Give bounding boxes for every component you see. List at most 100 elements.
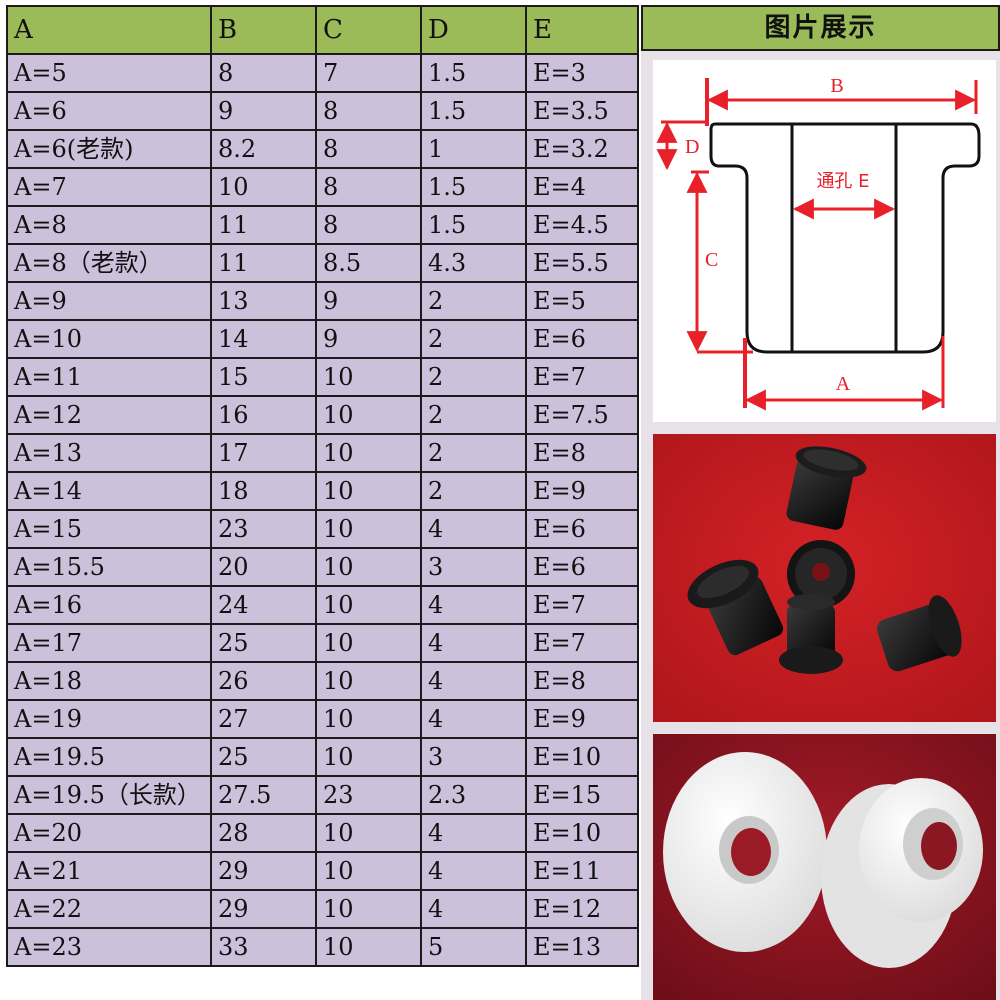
cell-d: 4.3 <box>420 243 527 283</box>
cell-e: E=15 <box>525 775 639 815</box>
cell-b: 25 <box>210 737 317 777</box>
cell-a: A=18 <box>6 661 212 701</box>
cell-d: 4 <box>420 851 527 891</box>
cell-c: 10 <box>315 737 422 777</box>
cell-b: 14 <box>210 319 317 359</box>
cell-d: 4 <box>420 623 527 663</box>
cell-d: 1.5 <box>420 205 527 245</box>
cell-e: E=6 <box>525 509 639 549</box>
black-bushings-photo <box>653 434 996 722</box>
cell-e: E=12 <box>525 889 639 929</box>
black-bushing-3 <box>787 540 855 608</box>
cell-c: 10 <box>315 357 422 397</box>
cell-a: A=15.5 <box>6 547 212 587</box>
black-bushing-2 <box>687 559 784 656</box>
cell-c: 10 <box>315 509 422 549</box>
cell-d: 1.5 <box>420 91 527 131</box>
cell-a: A=15 <box>6 509 212 549</box>
cell-e: E=9 <box>525 699 639 739</box>
cell-d: 2 <box>420 433 527 473</box>
dimension-label-d: D <box>685 136 699 158</box>
cell-c: 10 <box>315 851 422 891</box>
dimension-label-b: B <box>830 75 843 97</box>
cell-a: A=13 <box>6 433 212 473</box>
cell-b: 27.5 <box>210 775 317 815</box>
cell-a: A=11 <box>6 357 212 397</box>
cell-c: 8 <box>315 129 422 169</box>
cell-a: A=12 <box>6 395 212 435</box>
cell-c: 8 <box>315 205 422 245</box>
cell-a: A=16 <box>6 585 212 625</box>
cell-b: 11 <box>210 243 317 283</box>
cell-c: 9 <box>315 319 422 359</box>
column-header-b: B <box>210 5 317 55</box>
cell-b: 8 <box>210 53 317 93</box>
cell-a: A=10 <box>6 319 212 359</box>
cell-a: A=19 <box>6 699 212 739</box>
cell-e: E=8 <box>525 661 639 701</box>
cell-b: 24 <box>210 585 317 625</box>
cell-b: 29 <box>210 889 317 929</box>
table-header-row: A B C D E <box>6 5 639 55</box>
cell-c: 23 <box>315 775 422 815</box>
cell-e: E=7 <box>525 357 639 397</box>
cell-a: A=21 <box>6 851 212 891</box>
cell-c: 8 <box>315 91 422 131</box>
cell-a: A=9 <box>6 281 212 321</box>
cell-b: 26 <box>210 661 317 701</box>
cell-c: 7 <box>315 53 422 93</box>
cell-b: 25 <box>210 623 317 663</box>
cell-c: 9 <box>315 281 422 321</box>
cell-b: 17 <box>210 433 317 473</box>
cell-a: A=6 <box>6 91 212 131</box>
image-display-title: 图片展示 <box>641 5 1000 51</box>
cell-a: A=14 <box>6 471 212 511</box>
cell-e: E=5.5 <box>525 243 639 283</box>
cell-a: A=6(老款) <box>6 129 212 169</box>
cell-e: E=4 <box>525 167 639 207</box>
cell-d: 4 <box>420 813 527 853</box>
cell-d: 2 <box>420 319 527 359</box>
cell-e: E=6 <box>525 319 639 359</box>
cell-e: E=4.5 <box>525 205 639 245</box>
white-bushing-2 <box>821 778 983 968</box>
cell-c: 10 <box>315 661 422 701</box>
cell-c: 10 <box>315 433 422 473</box>
cell-c: 10 <box>315 471 422 511</box>
cell-e: E=3.5 <box>525 91 639 131</box>
cell-e: E=3 <box>525 53 639 93</box>
cell-e: E=11 <box>525 851 639 891</box>
cell-c: 10 <box>315 585 422 625</box>
cell-c: 10 <box>315 547 422 587</box>
cell-e: E=8 <box>525 433 639 473</box>
cell-d: 2 <box>420 395 527 435</box>
cell-d: 4 <box>420 661 527 701</box>
dimension-label-c: C <box>705 249 718 271</box>
cell-c: 10 <box>315 623 422 663</box>
cell-e: E=6 <box>525 547 639 587</box>
cell-a: A=23 <box>6 927 212 967</box>
dimension-label-a: A <box>836 373 851 395</box>
cell-e: E=13 <box>525 927 639 967</box>
black-bushing-5 <box>877 595 962 672</box>
white-bushing-1 <box>663 752 827 952</box>
cell-b: 28 <box>210 813 317 853</box>
